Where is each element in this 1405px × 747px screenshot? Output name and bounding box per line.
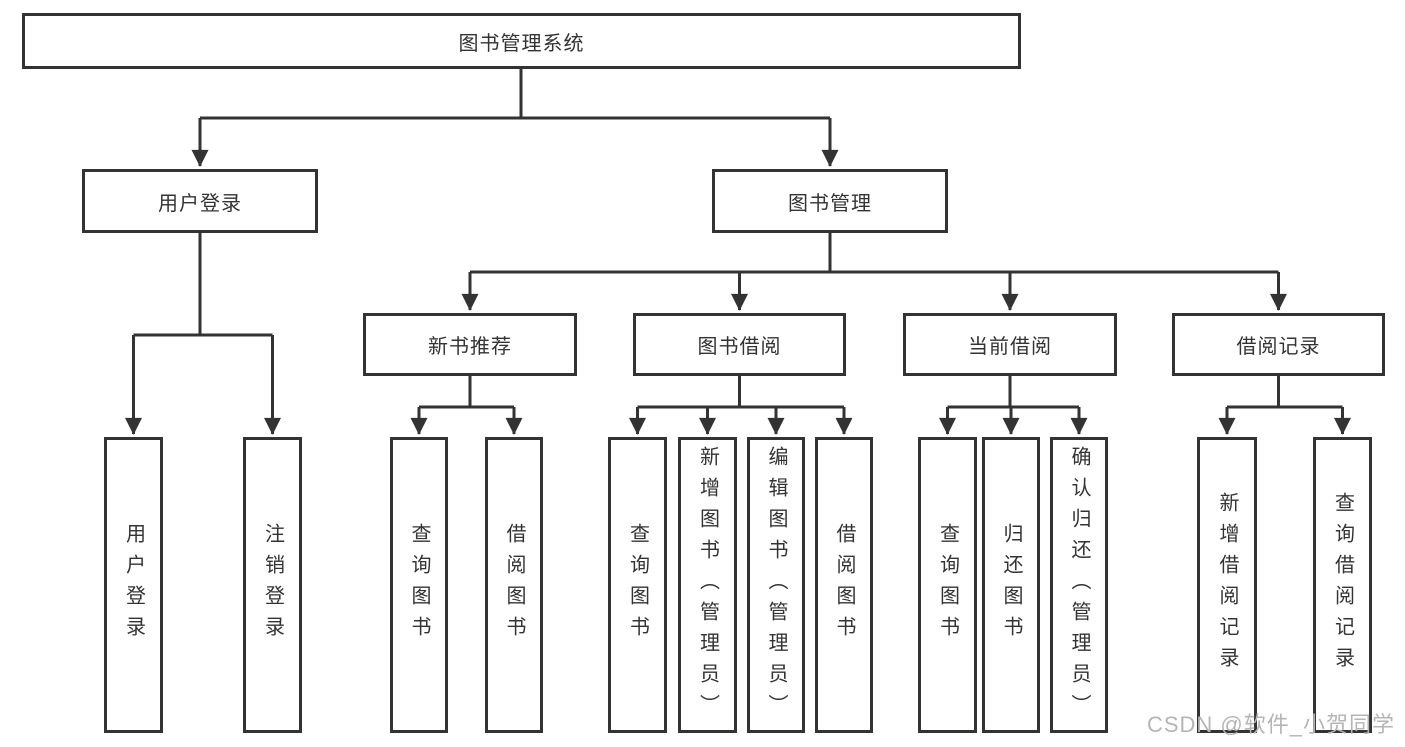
node-label: 图书管理 (788, 192, 872, 215)
node-label: 用户登录 (158, 192, 242, 215)
node-user-login: 用户登录 (82, 169, 318, 233)
node-label: 借阅图书 (833, 523, 855, 647)
leaf-query-books-recommend: 查询图书 (390, 437, 448, 733)
leaf-borrow-books: 借阅图书 (815, 437, 873, 733)
node-label: 图书借阅 (697, 336, 782, 358)
leaf-query-books-borrow: 查询图书 (608, 437, 667, 733)
leaf-add-borrow-record: 新增借阅记录 (1197, 437, 1257, 733)
leaf-query-borrow-record: 查询借阅记录 (1313, 437, 1372, 733)
node-label: 借阅图书 (503, 523, 525, 647)
leaf-logout: 注销登录 (243, 437, 302, 733)
node-label: 新增图书（管理员） (696, 445, 719, 725)
leaf-query-books-current: 查询图书 (918, 437, 977, 733)
node-label: 用户登录 (122, 523, 145, 647)
node-label: 新书推荐 (428, 336, 512, 358)
node-new-book-recommend: 新书推荐 (363, 313, 577, 376)
leaf-borrow-books-recommend: 借阅图书 (485, 437, 543, 733)
node-book-borrow: 图书借阅 (633, 313, 846, 376)
node-label: 归还图书 (1000, 523, 1022, 647)
node-label: 查询图书 (936, 523, 959, 647)
node-label: 新增借阅记录 (1216, 492, 1238, 678)
node-label: 注销登录 (261, 523, 284, 647)
csdn-watermark: CSDN @软件_小贺同学 (1146, 712, 1395, 737)
node-label: 查询图书 (408, 523, 430, 647)
node-label: 查询图书 (626, 523, 649, 647)
node-current-borrow: 当前借阅 (903, 313, 1117, 376)
node-book-management: 图书管理 (712, 169, 948, 233)
leaf-add-books-admin: 新增图书（管理员） (678, 437, 737, 733)
node-label: 借阅记录 (1236, 336, 1321, 358)
node-label: 确认归还（管理员） (1068, 445, 1090, 725)
node-label: 当前借阅 (968, 336, 1052, 358)
leaf-user-login: 用户登录 (104, 437, 163, 733)
node-library-management-system: 图书管理系统 (22, 13, 1021, 69)
leaf-edit-books-admin: 编辑图书（管理员） (747, 437, 805, 733)
leaf-return-books: 归还图书 (982, 437, 1040, 733)
node-label: 图书管理系统 (458, 32, 585, 55)
node-borrow-record: 借阅记录 (1172, 313, 1385, 376)
node-label: 编辑图书（管理员） (765, 445, 787, 725)
node-label: 查询借阅记录 (1331, 492, 1354, 678)
leaf-confirm-return-admin: 确认归还（管理员） (1050, 437, 1108, 733)
